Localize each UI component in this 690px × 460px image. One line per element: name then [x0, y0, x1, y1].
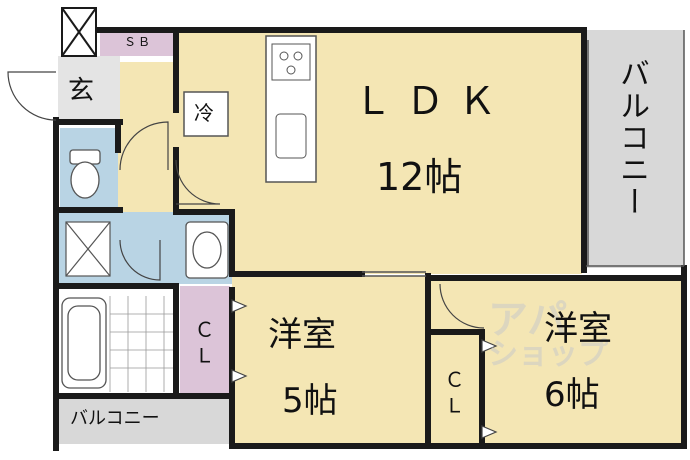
room6-label: 洋室	[544, 309, 612, 349]
toilet	[69, 149, 101, 199]
room5-size: 5帖	[282, 381, 338, 421]
balcony-east-label: バルコニー	[614, 58, 649, 218]
shoebox-floor	[100, 30, 176, 56]
entrance-label: 玄	[68, 76, 95, 106]
windows	[362, 30, 685, 277]
closet-a-label: Ｃ Ｌ	[191, 318, 215, 366]
washing-machine-pan	[65, 221, 111, 277]
watermark-line2: ショップ	[488, 337, 608, 372]
ldk-floor	[176, 30, 582, 274]
watermark-line1: アパ	[488, 297, 568, 343]
walls	[53, 27, 687, 451]
fridge-label: 冷	[194, 101, 214, 125]
shoebox-label: ＳＢ	[124, 35, 153, 49]
watermark: アパ ショップ	[488, 300, 608, 370]
closet-b-label: Ｃ Ｌ	[441, 368, 465, 416]
balcony-west-label: バルコニー	[70, 408, 160, 429]
fridge-box	[183, 91, 229, 137]
ldk-label: ＬＤＫ	[354, 79, 511, 123]
closet-a-floor	[180, 286, 230, 394]
ldk-size: 12帖	[376, 155, 463, 199]
room6-size: 6帖	[544, 375, 600, 415]
room5-label: 洋室	[268, 315, 336, 355]
kitchen-counter	[265, 35, 317, 183]
bath-tiles	[109, 296, 174, 392]
pipe-space	[61, 7, 97, 57]
room6-floor	[430, 278, 684, 444]
entrance-floor	[58, 56, 120, 122]
door-swings	[7, 71, 485, 329]
balcony-west-floor	[58, 398, 230, 444]
bathtub	[61, 297, 107, 389]
washbasin	[185, 221, 229, 279]
hall-floor	[118, 62, 178, 212]
closet-doors	[231, 299, 498, 439]
balcony-east-floor	[586, 30, 684, 268]
room5-floor	[232, 276, 426, 444]
